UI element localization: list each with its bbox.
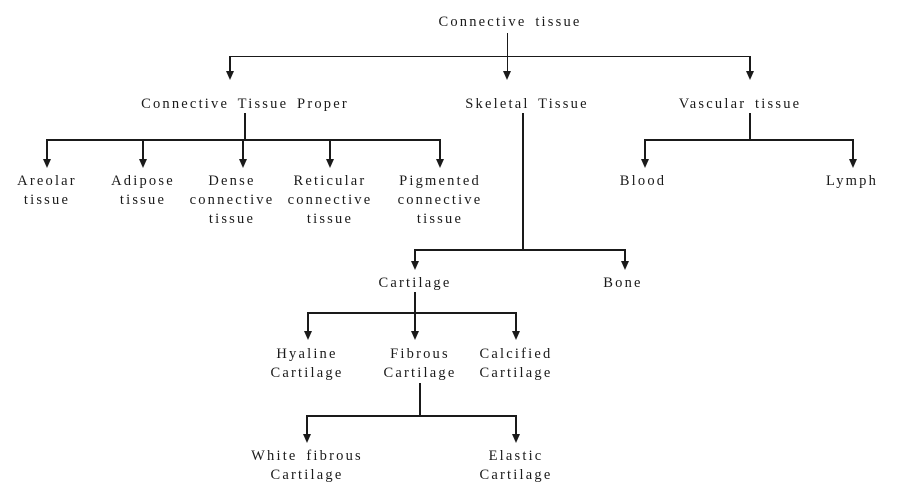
connector-fibrous-arrow2-line <box>515 415 517 435</box>
arrow-down-icon <box>511 331 520 340</box>
arrow-down-icon <box>511 434 520 443</box>
node-pigmented-connective-tissue: Pigmented connective tissue <box>397 173 483 227</box>
arrow-down-icon <box>302 434 311 443</box>
connector-proper-arrow2-line <box>142 139 144 160</box>
arrow-down-icon <box>410 261 419 270</box>
node-blood: Blood <box>619 173 667 189</box>
node-connective-tissue-proper: Connective Tissue Proper <box>141 96 349 112</box>
node-lymph: Lymph <box>825 173 879 189</box>
arrow-down-icon <box>42 159 51 168</box>
connector-skeletal-arrow1-line <box>414 249 416 262</box>
arrow-down-icon <box>503 71 511 80</box>
node-connective-tissue: Connective tissue <box>438 14 582 30</box>
connector-root-stem <box>506 33 509 71</box>
connector-skeletal-arrow2-line <box>624 249 626 262</box>
connector-skeletal-hline <box>414 249 626 251</box>
connector-root-arrow-right-line <box>749 55 751 72</box>
arrow-down-icon <box>640 159 649 168</box>
connector-fibrous-arrow1-line <box>306 415 308 435</box>
node-white-fibrous-cartilage: White fibrous Cartilage <box>251 448 363 483</box>
connector-cartilage-arrow3-line <box>515 312 517 332</box>
arrow-down-icon <box>325 159 334 168</box>
connector-vascular-arrow2-line <box>852 139 854 160</box>
connector-vascular-stem <box>749 113 751 140</box>
node-elastic-cartilage: Elastic Cartilage <box>479 448 553 483</box>
arrow-down-icon <box>225 71 234 80</box>
arrow-down-icon <box>745 71 754 80</box>
connector-root-arrow-left-line <box>229 55 231 72</box>
connector-proper-arrow5-line <box>439 139 441 160</box>
node-areolar-tissue: Areolar tissue <box>17 173 77 208</box>
connector-cartilage-arrow2-line <box>414 312 416 332</box>
node-adipose-tissue: Adipose tissue <box>111 173 175 208</box>
connector-root-hline <box>229 55 751 58</box>
arrow-down-icon <box>410 331 419 340</box>
connector-proper-stem <box>244 113 246 140</box>
connector-vascular-hline <box>644 139 854 141</box>
connector-proper-arrow3-line <box>242 139 244 160</box>
connector-vascular-arrow1-line <box>644 139 646 160</box>
node-hyaline-cartilage: Hyaline Cartilage <box>270 346 344 381</box>
node-vascular-tissue: Vascular tissue <box>678 96 802 112</box>
arrow-down-icon <box>238 159 247 168</box>
connector-proper-arrow4-line <box>329 139 331 160</box>
connector-proper-arrow1-line <box>46 139 48 160</box>
node-fibrous-cartilage: Fibrous Cartilage <box>383 346 457 381</box>
node-skeletal-tissue: Skeletal Tissue <box>465 96 589 112</box>
connector-fibrous-stem <box>419 383 421 416</box>
connector-cartilage-hline <box>307 312 517 314</box>
connector-cartilage-stem <box>414 292 416 313</box>
connector-skeletal-stem <box>522 113 524 250</box>
arrow-down-icon <box>435 159 444 168</box>
arrow-down-icon <box>303 331 312 340</box>
node-bone: Bone <box>603 275 643 291</box>
connector-fibrous-hline <box>306 415 517 417</box>
arrow-down-icon <box>620 261 629 270</box>
arrow-down-icon <box>138 159 147 168</box>
node-dense-connective-tissue: Dense connective tissue <box>189 173 275 227</box>
node-reticular-connective-tissue: Reticular connective tissue <box>287 173 373 227</box>
arrow-down-icon <box>848 159 857 168</box>
connector-cartilage-arrow1-line <box>307 312 309 332</box>
node-calcified-cartilage: Calcified Cartilage <box>479 346 553 381</box>
node-cartilage: Cartilage <box>378 275 452 291</box>
